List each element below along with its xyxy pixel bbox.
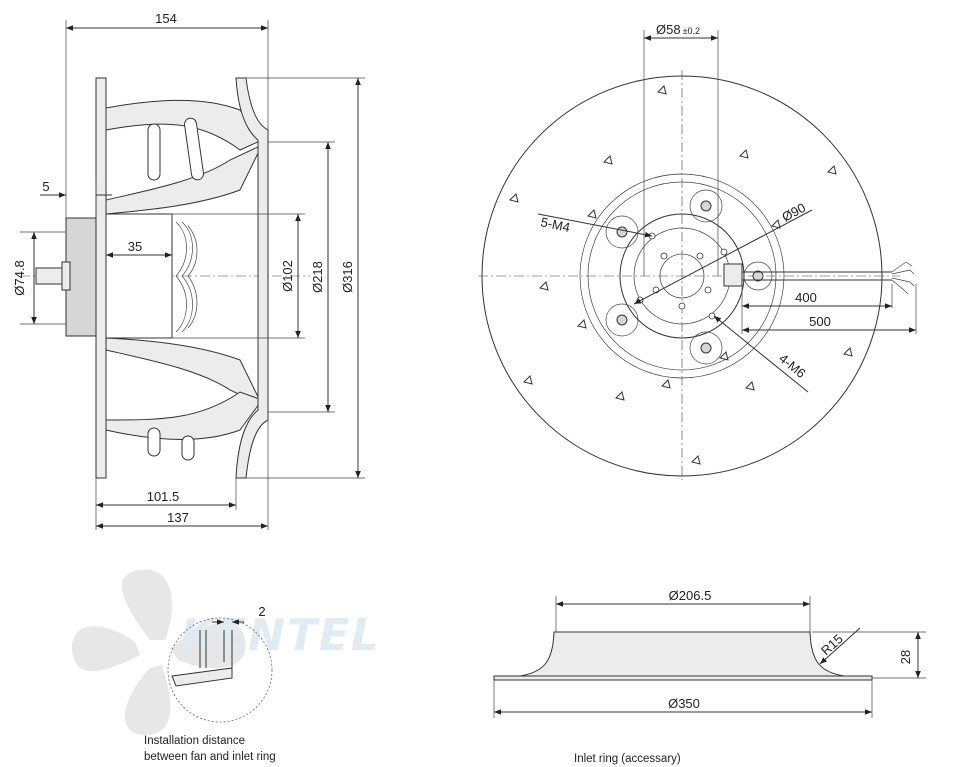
blade-slot	[147, 427, 161, 457]
dim-4-m6: 4-M6	[776, 351, 808, 381]
dim-400: 400	[795, 290, 817, 305]
outer-disc	[481, 75, 883, 477]
dim-d58: Ø58±0.2	[656, 22, 700, 37]
hub-center	[659, 253, 705, 299]
motor-body	[105, 213, 173, 339]
dim-500: 500	[809, 314, 831, 329]
blade-upper-2	[105, 143, 264, 215]
dim-d218: Ø218	[310, 261, 325, 293]
rotor-fins	[175, 221, 198, 333]
disc-markers	[509, 85, 853, 465]
blade-lower-2	[105, 391, 263, 440]
dim-35: 35	[128, 239, 142, 254]
mounting-bosses	[605, 189, 773, 365]
front-shroud	[235, 77, 269, 479]
caption-installation-1: Installation distance	[144, 735, 245, 747]
cable-wires	[891, 261, 915, 295]
dim-154: 154	[155, 11, 177, 26]
cable-box	[723, 263, 743, 287]
dim-d90: Ø90	[779, 200, 808, 225]
blade-lower	[105, 337, 264, 407]
dim-d74-8: Ø74.8	[12, 260, 27, 295]
dim-28: 28	[898, 650, 913, 664]
caption-inlet-ring: Inlet ring (accessary)	[574, 753, 681, 765]
detail-circle	[167, 617, 273, 723]
back-plate	[95, 77, 107, 479]
watermark-fan-icon	[71, 569, 246, 735]
watermark-text: KENTEL	[180, 610, 381, 661]
detail-view: 2 Installation distance between fan and …	[144, 604, 276, 763]
dim-d102: Ø102	[280, 260, 295, 292]
inlet-ring-base	[493, 675, 873, 681]
dim-gap-2: 2	[258, 604, 265, 619]
dim-5-m4: 5-M4	[539, 214, 571, 235]
shaft-collar	[61, 261, 71, 291]
blade-slot	[147, 123, 161, 181]
dim-r15: R15	[818, 631, 846, 658]
front-view: Ø58±0.2 5-M4 Ø90 400 500 4-M6	[478, 22, 917, 480]
inlet-ring-body	[519, 631, 845, 677]
motor-flange	[65, 217, 97, 337]
blade-slot	[184, 117, 204, 181]
caption-installation-2: between fan and inlet ring	[144, 751, 276, 763]
inlet-ring-view: Ø206.5 R15 28 Ø350 Inlet ring (accessary…	[493, 588, 926, 765]
watermark-logo: KENTEL	[71, 569, 381, 735]
side-view: 154 5 Ø74.8 35 Ø102 Ø218 Ø316 101.5 137	[12, 11, 365, 530]
dim-d350: Ø350	[668, 696, 700, 711]
blade-upper	[105, 99, 263, 151]
dim-5: 5	[42, 179, 49, 194]
dim-137: 137	[167, 510, 189, 525]
inner-ring	[579, 173, 785, 379]
dim-101-5: 101.5	[147, 489, 180, 504]
dim-d316: Ø316	[340, 261, 355, 293]
detail-ring-profile	[171, 667, 233, 687]
inner-ring-2	[587, 181, 777, 371]
dim-d206-5: Ø206.5	[669, 588, 712, 603]
blade-slot	[181, 435, 195, 461]
